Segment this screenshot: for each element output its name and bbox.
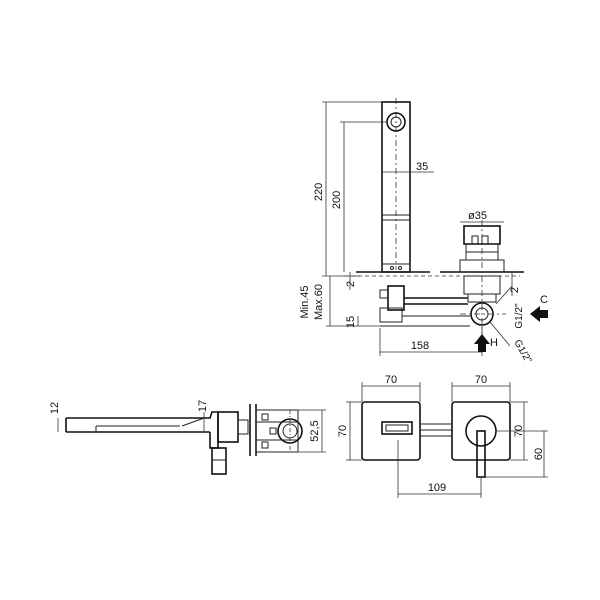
front-elevation-view: 70 70 70 70 60 109	[337, 374, 548, 498]
spout-base-block	[217, 411, 239, 443]
thread-g12-lower-label: G1/2"	[511, 338, 533, 366]
dim-12-label: 12	[49, 402, 61, 414]
valve-body	[255, 409, 299, 453]
dim-max60-label: Max.60	[313, 284, 325, 320]
top-view: 12 17 52,5	[49, 400, 326, 475]
dim-109-label: 109	[428, 482, 446, 494]
side-elevation-view: 220 200 35 ø35 2 2 Min.45 Max.60 15 158 …	[299, 98, 548, 366]
thread-g12-upper-label: G1/2"	[514, 303, 525, 329]
spout-base	[381, 263, 411, 273]
spout-lower-nipple	[379, 289, 388, 299]
dim-70-height-left-label: 70	[337, 425, 349, 437]
dim-220-label: 220	[313, 183, 325, 201]
spout-connector	[237, 419, 249, 435]
dim-2-right-label: 2	[509, 287, 521, 293]
dim-525-label: 52,5	[309, 420, 321, 441]
dim-35-label: 35	[416, 161, 428, 173]
lever-handle	[211, 447, 227, 475]
spout-outlet-rect	[381, 421, 413, 435]
dim-15-label: 15	[345, 316, 357, 328]
dim-158-label: 158	[411, 340, 429, 352]
dim-200-label: 200	[331, 191, 343, 209]
dim-dia35-label: ø35	[468, 210, 487, 222]
spout-lower-body	[387, 285, 405, 311]
valve-lever	[476, 430, 486, 478]
spout-wall-plate	[361, 401, 421, 461]
spout-bottom-block	[379, 307, 403, 323]
spout-root	[204, 411, 219, 449]
outlet-inner-circle	[390, 116, 402, 128]
cold-arrow-icon	[530, 306, 548, 322]
cold-label: C	[540, 294, 548, 306]
hot-arrow-icon	[474, 334, 490, 352]
dim-min45-label: Min.45	[299, 285, 311, 318]
dim-17-label: 17	[197, 400, 209, 412]
hot-label: H	[490, 337, 498, 349]
dim-60-label: 60	[533, 448, 545, 460]
dim-70-left-label: 70	[385, 374, 397, 386]
dim-2-left-label: 2	[345, 281, 357, 287]
dim-70-right-label: 70	[475, 374, 487, 386]
spout-outlet-inner	[385, 424, 409, 432]
